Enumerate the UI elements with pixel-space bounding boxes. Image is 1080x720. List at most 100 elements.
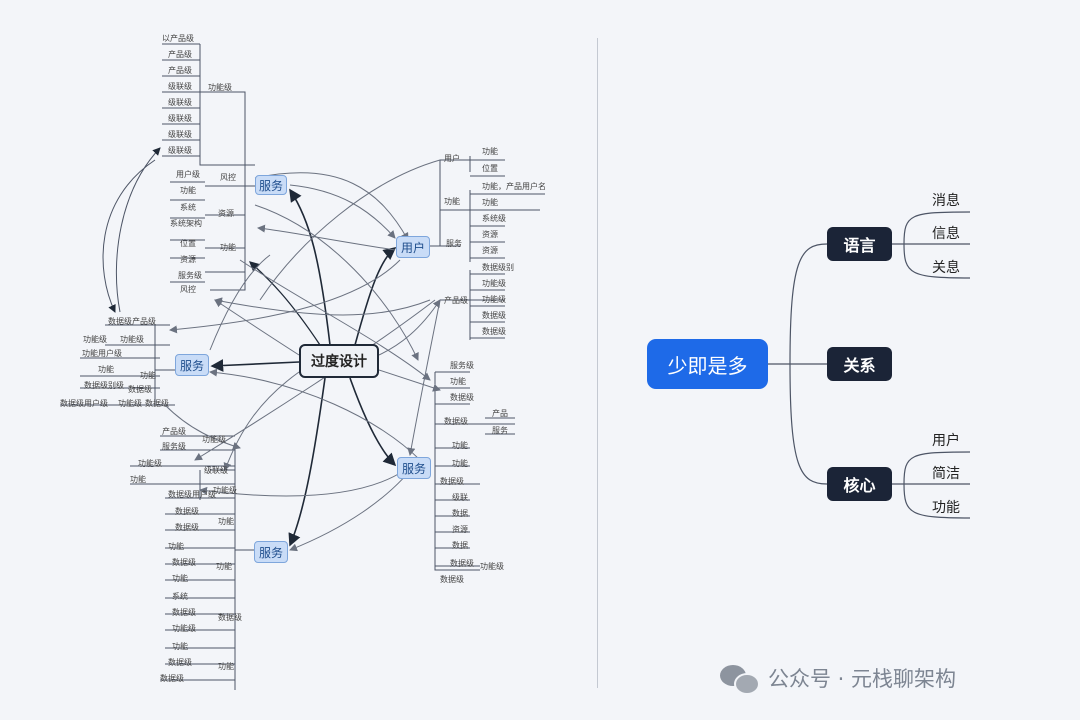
small-label: 功能级 [202, 435, 226, 444]
small-label: 级联级 [204, 466, 228, 475]
small-label: 功能 [172, 642, 188, 651]
small-label: 资源 [482, 230, 498, 239]
small-label: 数据 [452, 509, 468, 518]
branch-language[interactable]: 语言 [827, 227, 892, 261]
small-label: 位置 [180, 239, 196, 248]
small-label: 位置 [482, 164, 498, 173]
hub-bottom-service[interactable]: 服务 [254, 541, 288, 563]
small-label: 级联级 [168, 114, 192, 123]
small-label: 系统级 [482, 214, 506, 223]
small-label: 功能 [216, 562, 232, 571]
left-tree-lines [60, 43, 545, 690]
small-label: 数据级 [172, 558, 196, 567]
small-label: 数据级用户级 [168, 490, 216, 499]
leaf-language-1: 消息 [932, 193, 960, 209]
hub-top-service[interactable]: 服务 [255, 175, 287, 195]
small-label: 功能级 [480, 562, 504, 571]
wechat-icon [720, 662, 760, 695]
center-node-less-is-more[interactable]: 少即是多 [647, 339, 768, 389]
branch-core[interactable]: 核心 [827, 467, 892, 501]
small-label: 功能级 [138, 459, 162, 468]
small-label: 功能级 [208, 83, 232, 92]
small-label: 功能，产品用户名 [482, 182, 546, 191]
small-label: 功能 [168, 542, 184, 551]
small-label: 以产品级 [162, 34, 194, 43]
small-label: 数据 [452, 541, 468, 550]
small-label: 风控 [180, 285, 196, 294]
small-label: 系统 [180, 203, 196, 212]
small-label: 数据级 [175, 507, 199, 516]
small-label: 功能级 [172, 624, 196, 633]
small-label: 级联 [452, 493, 468, 502]
small-label: 服务级 [450, 361, 474, 370]
small-label: 功能级 [118, 399, 142, 408]
small-label: 资源 [180, 255, 196, 264]
small-label: 数据级 [172, 608, 196, 617]
small-label: 功能用户级 [82, 349, 122, 358]
small-label: 数据级 [440, 477, 464, 486]
small-label: 数据级别级 [84, 381, 124, 390]
small-label: 功能 [172, 574, 188, 583]
small-label: 功能 [482, 147, 498, 156]
small-label: 功能 [444, 197, 460, 206]
small-label: 数据级 [450, 393, 474, 402]
leaf-language-3: 关息 [932, 260, 960, 276]
small-label: 级联级 [168, 146, 192, 155]
right-tree-lines [768, 211, 971, 519]
small-label: 数据级 [444, 417, 468, 426]
watermark-text: 公众号 · 元栈聊架构 [768, 667, 957, 691]
small-label: 数据级 [482, 327, 506, 336]
small-label: 功能 [220, 243, 236, 252]
small-label: 功能级 [482, 279, 506, 288]
leaf-core-2: 简洁 [932, 466, 960, 482]
small-label: 服务级 [178, 271, 202, 280]
small-label: 数据级 [160, 674, 184, 683]
small-label: 产品级 [168, 66, 192, 75]
small-label: 功能 [218, 517, 234, 526]
small-label: 级联级 [168, 82, 192, 91]
small-label: 系统架构 [170, 219, 202, 228]
small-label: 数据级别 [482, 263, 514, 272]
small-label: 数据级产品级 [108, 317, 156, 326]
small-label: 功能 [98, 365, 114, 374]
small-label: 功能 [482, 198, 498, 207]
small-label: 服务级 [162, 442, 186, 451]
small-label: 数据级 [218, 613, 242, 622]
center-node-overdesign[interactable]: 过度设计 [299, 344, 379, 378]
small-label: 资源 [482, 246, 498, 255]
leaf-language-2: 信息 [932, 226, 960, 242]
small-label: 功能 [452, 441, 468, 450]
small-label: 资源 [218, 209, 234, 218]
small-label: 功能 [218, 662, 234, 671]
leaf-core-3: 功能 [932, 500, 960, 516]
small-label: 数据级 [450, 559, 474, 568]
small-label: 功能级 [83, 335, 107, 344]
hub-user[interactable]: 用户 [396, 236, 430, 258]
hub-left-service[interactable]: 服务 [175, 354, 209, 376]
wechat-watermark: 公众号 · 元栈聊架构 [720, 660, 956, 696]
small-label: 产品级 [444, 296, 468, 305]
small-label: 数据级 [175, 523, 199, 532]
small-label: 系统 [172, 592, 188, 601]
small-label: 功能级 [213, 486, 237, 495]
small-label: 数据级 [482, 311, 506, 320]
hub-right-service[interactable]: 服务 [397, 457, 431, 479]
small-label: 用户 [444, 154, 460, 163]
small-label: 数据级 [128, 385, 152, 394]
branch-relation[interactable]: 关系 [827, 347, 892, 381]
small-label: 资源 [452, 525, 468, 534]
small-label: 级联级 [168, 130, 192, 139]
small-label: 功能 [140, 371, 156, 380]
small-label: 服务 [446, 239, 462, 248]
leaf-core-1: 用户 [932, 433, 960, 449]
small-label: 数据级用户级 [60, 399, 108, 408]
small-label: 数据级 [168, 658, 192, 667]
small-label: 功能 [130, 475, 146, 484]
small-label: 产品 [492, 409, 508, 418]
small-label: 功能 [180, 186, 196, 195]
small-label: 功能级 [120, 335, 144, 344]
small-label: 产品级 [168, 50, 192, 59]
small-label: 数据级 [145, 399, 169, 408]
small-label: 功能级 [482, 295, 506, 304]
